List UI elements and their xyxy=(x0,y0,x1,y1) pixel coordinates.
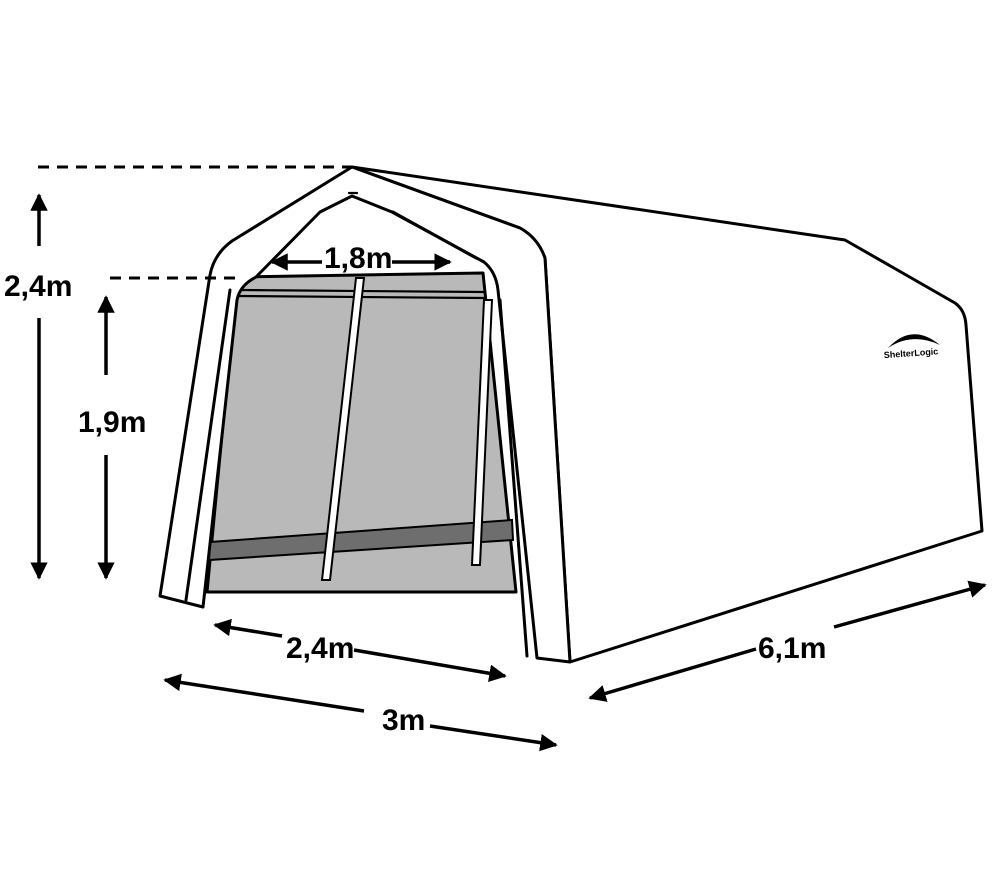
brand-logo-text: ShelterLogic xyxy=(883,346,938,360)
label-total-width: 3m xyxy=(382,704,425,737)
label-total-height: 2,4m xyxy=(4,270,72,303)
dimension-door-bottom-width: 2,4m xyxy=(213,618,507,682)
logo-arc-icon xyxy=(888,334,940,348)
dimension-total-width: 3m xyxy=(163,673,558,752)
brand-logo: ShelterLogic xyxy=(883,334,940,360)
front-frame xyxy=(158,165,572,664)
label-door-height: 1,9m xyxy=(78,406,146,439)
dimension-length: 6,1m xyxy=(588,580,987,702)
label-door-top-width: 1,8m xyxy=(324,242,392,275)
dimension-door-height: 1,9m xyxy=(78,276,235,580)
label-door-bottom-width: 2,4m xyxy=(286,632,354,665)
dimension-door-top-width: 1,8m xyxy=(270,242,452,275)
dimension-total-height: 2,4m xyxy=(4,165,352,580)
rear-panel xyxy=(205,271,518,594)
label-length: 6,1m xyxy=(758,632,826,665)
